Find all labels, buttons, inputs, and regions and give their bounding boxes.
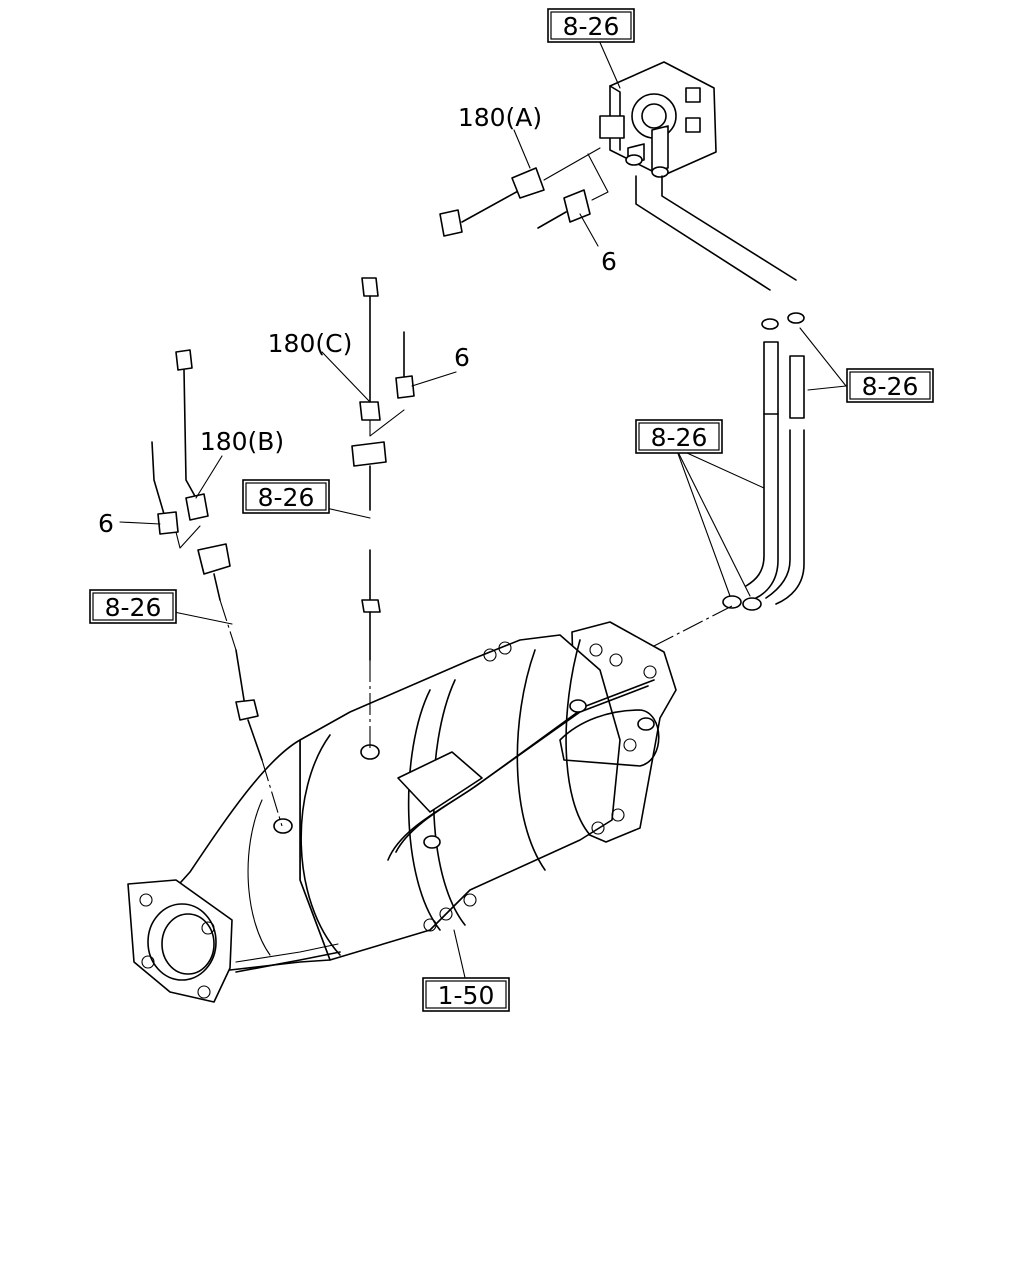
leader-lines: [119, 37, 847, 983]
callout-dpf-assembly: 1-50: [422, 977, 510, 1012]
dpf-canister: [127, 621, 677, 1003]
callout-sensor-mount-top: 8-26: [547, 8, 635, 43]
callout-harness-c: 180(C): [268, 329, 353, 358]
harness-b: [151, 349, 209, 549]
svg-text:8-26: 8-26: [563, 12, 620, 41]
sensor-b: [197, 543, 283, 827]
svg-text:1-50: 1-50: [438, 981, 495, 1010]
callout-connector-c: 6: [454, 343, 470, 372]
sensor-c: [351, 441, 387, 748]
connector-a: [537, 189, 591, 229]
callout-connector-a: 6: [601, 247, 617, 276]
callout-hose-clamps-lower: 8-26: [635, 419, 723, 454]
svg-text:8-26: 8-26: [258, 483, 315, 512]
pressure-sensor-assembly: [599, 61, 717, 178]
svg-text:8-26: 8-26: [651, 423, 708, 452]
pressure-hoses: [635, 175, 805, 649]
callout-harness-b: 180(B): [200, 427, 284, 456]
callout-sensor-b-ref: 8-26: [89, 589, 177, 624]
harness-c: [359, 277, 415, 437]
callout-connector-b: 6: [98, 509, 114, 538]
harness-a: [439, 147, 609, 237]
callout-harness-a: 180(A): [458, 103, 542, 132]
callout-hose-clamps-upper: 8-26: [846, 368, 934, 403]
svg-text:8-26: 8-26: [862, 372, 919, 401]
svg-text:8-26: 8-26: [105, 593, 162, 622]
callout-sensor-c-ref: 8-26: [242, 479, 330, 514]
